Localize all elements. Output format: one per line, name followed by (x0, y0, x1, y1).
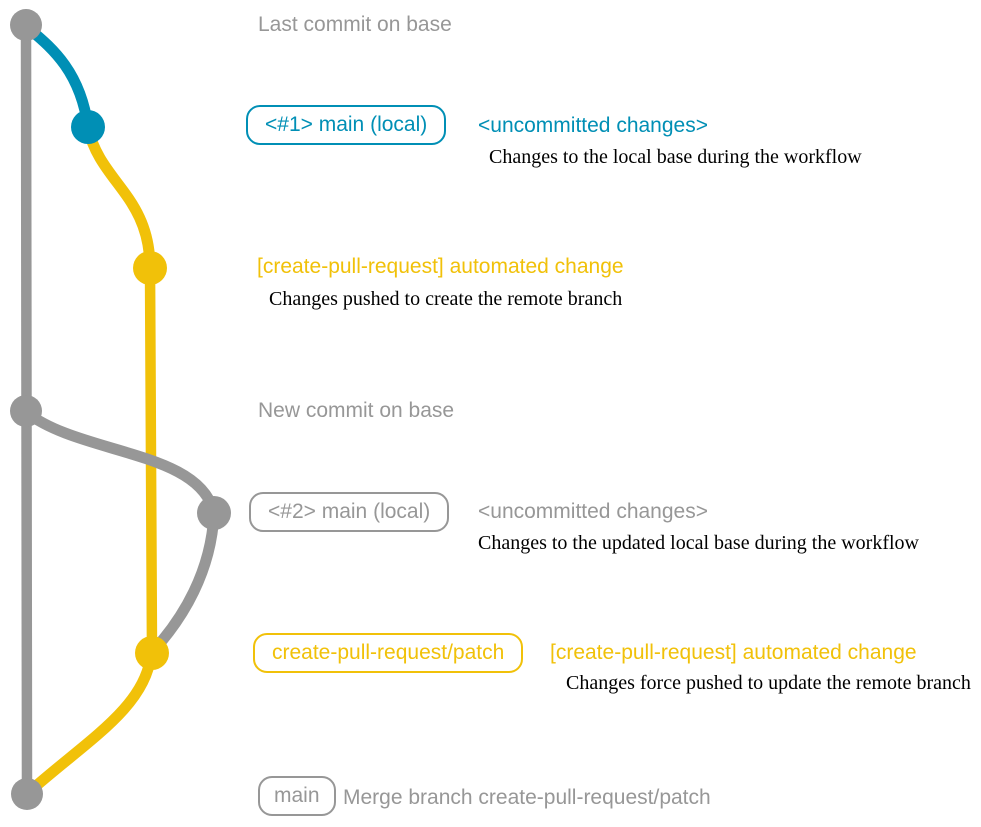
local-main-branch-line-2 (20, 406, 220, 519)
commit-dot-merge (11, 778, 43, 810)
commit-message-automated-1: [create-pull-request] automated change (257, 255, 624, 278)
commit-graph (10, 9, 231, 810)
commit-dot-uncommitted-2 (197, 496, 231, 530)
local-main-merge-curve (148, 508, 220, 656)
description-automated-1: Changes pushed to create the remote bran… (269, 288, 623, 310)
caption-last-commit-on-base: Last commit on base (258, 13, 452, 36)
commit-message-automated-2: [create-pull-request] automated change (550, 641, 917, 664)
commit-dot-last-base (10, 9, 42, 41)
description-uncommitted-1: Changes to the local base during the wor… (489, 146, 862, 168)
commit-dot-new-base (10, 395, 42, 427)
branch-badge-main-local-1: <#1> main (local) (246, 105, 447, 145)
caption-new-commit-on-base: New commit on base (258, 399, 455, 422)
description-automated-2: Changes force pushed to update the remot… (566, 672, 971, 694)
commit-dot-automated-change-2 (135, 636, 169, 670)
commit-dot-automated-change-1 (133, 251, 167, 285)
branch-badge-patch: create-pull-request/patch (253, 633, 524, 673)
patch-merge-curve (22, 649, 157, 799)
local-main-branch-line-1 (20, 20, 94, 133)
commit-message-uncommitted-2: <uncommitted changes> (478, 500, 708, 523)
commit-message-merge: Merge branch create-pull-request/patch (343, 786, 711, 809)
branch-badge-main-local-2: <#2> main (local) (249, 492, 450, 532)
branch-badge-main: main (258, 776, 336, 816)
commit-dot-uncommitted-1 (71, 110, 105, 144)
commit-message-uncommitted-1: <uncommitted changes> (478, 114, 708, 137)
patch-branch-curve-1 (82, 122, 156, 274)
description-uncommitted-2: Changes to the updated local base during… (478, 532, 919, 554)
